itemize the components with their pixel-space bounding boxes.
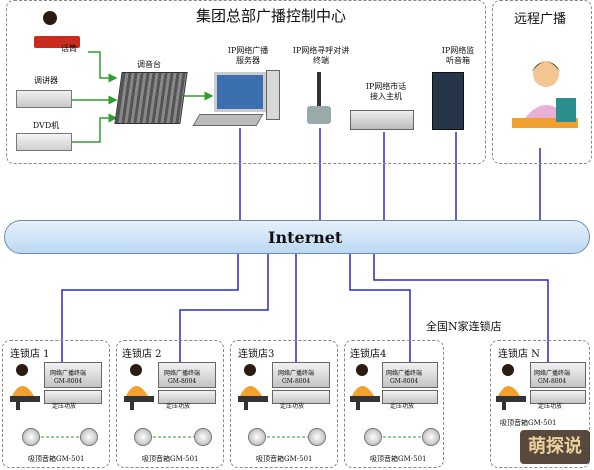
staff-figure — [494, 362, 528, 410]
speaker-label: 吸顶音箱GM-501 — [28, 455, 85, 463]
amplifier-device — [530, 390, 586, 404]
terminal-model: GM-8004 — [538, 378, 567, 385]
mic-label: 话筒 — [61, 44, 77, 53]
store-name: 连锁店4 — [350, 349, 387, 360]
internet-bus — [4, 220, 590, 254]
server-keyboard — [192, 114, 264, 126]
server-tower — [266, 70, 280, 120]
server-monitor — [214, 72, 266, 112]
announcer-figure — [28, 8, 84, 48]
staff-figure — [348, 362, 382, 410]
ceiling-speaker — [364, 428, 382, 446]
hq-title: 集团总部广播控制中心 — [196, 7, 347, 25]
server-label: IP网络广播 服务器 — [218, 46, 278, 66]
terminal-label: 网络广播终端 — [164, 370, 201, 377]
hq-panel — [6, 0, 486, 164]
terminal-device — [272, 362, 330, 388]
tuner-label: 调讲器 — [34, 76, 58, 85]
mic-to-mixer-arrow — [88, 51, 118, 83]
amplifier-label: 定压功放 — [390, 403, 415, 410]
terminal-model: GM-8004 — [168, 378, 197, 385]
tuner-device — [16, 90, 72, 108]
terminal-device — [530, 362, 586, 388]
ceiling-speaker — [134, 428, 152, 446]
dvd-label: DVD机 — [32, 121, 60, 130]
store-name: 连锁店 1 — [10, 349, 50, 360]
amplifier-label: 定压功放 — [538, 403, 563, 410]
staff-figure — [8, 362, 42, 410]
amplifier-label: 定压功放 — [280, 403, 305, 410]
terminal-label: 网络广播终端 — [50, 370, 87, 377]
remote-user-figure — [506, 52, 582, 132]
mixer-device — [114, 72, 188, 124]
staff-figure — [236, 362, 270, 410]
ceiling-speaker — [422, 428, 440, 446]
mixer-label: 调音台 — [137, 60, 161, 69]
phone-label-line1: IP网络市话 — [365, 82, 407, 91]
speaker-label: 吸顶音箱GM-501 — [370, 455, 427, 463]
ceiling-speaker — [308, 428, 326, 446]
store-name: 连锁店 2 — [122, 349, 162, 360]
staff-figure — [122, 362, 156, 410]
phone-host-device — [350, 110, 414, 130]
terminal-model: GM-8004 — [54, 378, 83, 385]
terminal-device — [44, 362, 102, 388]
intercom-label-line1: IP网络寻呼对讲 — [292, 46, 350, 55]
dvd-device — [16, 133, 72, 151]
remote-title: 远程广播 — [514, 12, 567, 27]
amplifier-device — [272, 390, 330, 404]
store-panel — [230, 340, 338, 468]
ceiling-speaker — [194, 428, 212, 446]
phone-host-label: IP网络市话 接入主机 — [356, 82, 416, 102]
intercom-label-line2: 终端 — [313, 56, 329, 65]
monitor-speaker — [432, 72, 464, 130]
store-name: 连锁店 N — [498, 349, 540, 360]
stores-caption: 全国N家连锁店 — [426, 320, 502, 333]
monitor-label-line1: IP网络监 — [441, 46, 475, 55]
intercom-label: IP网络寻呼对讲 终端 — [286, 46, 356, 66]
speaker-label: 吸顶音箱GM-501 — [500, 419, 557, 427]
terminal-model: GM-8004 — [390, 378, 419, 385]
store-panel — [2, 340, 110, 468]
server-label-line2: 服务器 — [236, 56, 260, 65]
store-panel — [490, 340, 590, 468]
intercom-terminal — [306, 72, 332, 126]
server-label-line1: IP网络广播 — [227, 46, 269, 55]
terminal-device — [382, 362, 438, 388]
phone-label-line2: 接入主机 — [370, 92, 402, 101]
terminal-label: 网络广播终端 — [534, 370, 571, 377]
dvd-to-mixer-arrow — [70, 113, 118, 143]
store-name: 连锁店3 — [238, 349, 275, 360]
terminal-device — [158, 362, 216, 388]
store-panel — [344, 340, 444, 468]
terminal-label: 网络广播终端 — [386, 370, 423, 377]
terminal-label: 网络广播终端 — [278, 370, 315, 377]
terminal-model: GM-8004 — [282, 378, 311, 385]
internet-label: Internet — [268, 228, 343, 247]
speaker-label: 吸顶音箱GM-501 — [142, 455, 199, 463]
ceiling-speaker — [248, 428, 266, 446]
ceiling-speaker — [80, 428, 98, 446]
store-panel — [116, 340, 224, 468]
speaker-label: 吸顶音箱GM-501 — [256, 455, 313, 463]
amplifier-label: 定压功放 — [52, 403, 77, 410]
amplifier-label: 定压功放 — [166, 403, 191, 410]
monitor-speaker-label: IP网络监 听音箱 — [428, 46, 488, 66]
monitor-label-line2: 听音箱 — [446, 56, 470, 65]
amplifier-device — [44, 390, 102, 404]
ceiling-speaker — [22, 428, 40, 446]
amplifier-device — [158, 390, 216, 404]
watermark-logo: 萌探说 — [520, 430, 590, 464]
amplifier-device — [382, 390, 438, 404]
remote-panel — [492, 0, 592, 164]
